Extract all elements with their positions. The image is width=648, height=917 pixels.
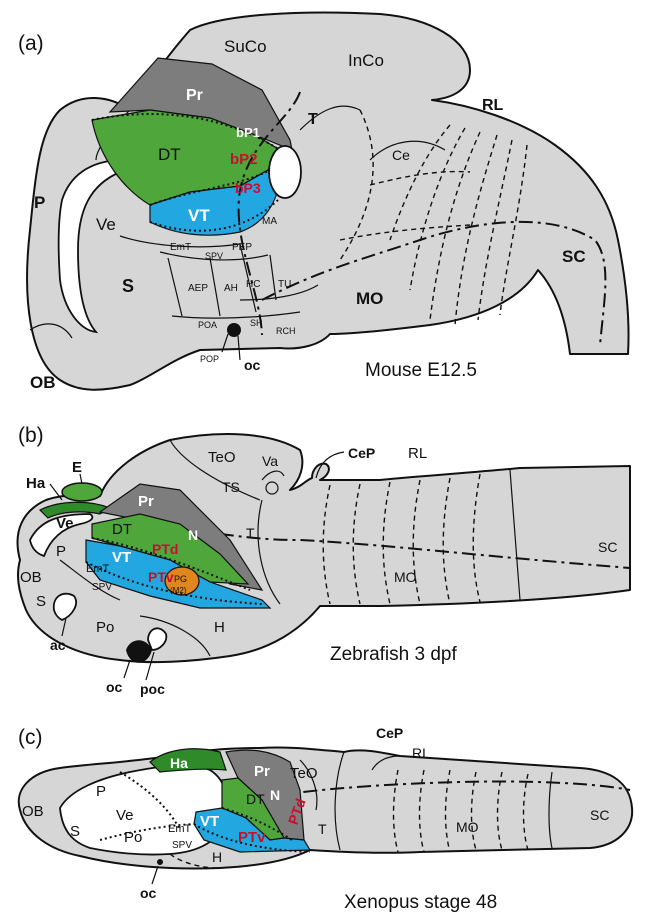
panel-a-label-s: S (122, 276, 134, 296)
panel-b-label-pg: PG (174, 574, 187, 584)
panel-a-optic-chiasm (227, 323, 241, 337)
panel-b-label-e: E (72, 459, 82, 476)
panel-a-label-vt: VT (188, 206, 210, 225)
panel-b-label-spv: SPV (92, 582, 112, 593)
panel-a-label-rch: RCH (276, 326, 296, 336)
panel-b-letter: (b) (18, 424, 44, 447)
panel-b-label-ts: TS (222, 479, 240, 495)
panel-b-label-pr: Pr (138, 493, 154, 510)
panel-a-label-suco: SuCo (224, 37, 267, 56)
panel-a-label-mo: MO (356, 289, 383, 308)
panel-b-label-sc: SC (598, 539, 617, 555)
panel-c-label-ha: Ha (170, 755, 188, 771)
panel-b-label-ac: ac (50, 637, 66, 653)
panel-a-label-spv: SPV (205, 251, 223, 261)
panel-c-label-rl: RL (412, 745, 430, 761)
panel-b-label-ob: OB (20, 569, 42, 586)
panel-a-label-aep: AEP (188, 283, 208, 294)
panel-c-label-mo: MO (456, 819, 479, 835)
panel-b-label-s: S (36, 593, 46, 610)
panel-b-epiphysis (62, 483, 102, 501)
panel-c-label-t: T (318, 821, 327, 837)
panel-a-label-ce: Ce (392, 147, 410, 163)
panel-c-label-oc: oc (140, 885, 157, 901)
panel-c-label-ob: OB (22, 803, 44, 820)
panel-b-label-teo: TeO (208, 449, 236, 466)
panel-b-label-p: P (56, 543, 66, 560)
panel-b-label-dt: DT (112, 521, 132, 538)
panel-c-label-h: H (212, 849, 222, 865)
panel-b-label-cep: CeP (348, 445, 375, 461)
panel-a-label-ah: AH (224, 283, 238, 294)
panel-a-label-dt: DT (158, 145, 181, 164)
panel-b-label-rl: RL (408, 445, 427, 462)
panel-c-label-teo: TeO (290, 765, 318, 782)
panel-b-label-ptd: PTd (152, 541, 178, 557)
panel-a-label-emt: EmT (170, 242, 191, 253)
panel-c-label-cep: CeP (376, 725, 403, 741)
panel-b-valvula (266, 482, 278, 494)
panel-a-label-ob: OB (30, 373, 56, 392)
panel-a-label-bp2: bP2 (230, 151, 258, 168)
panel-b-label-m2: (M2) (170, 586, 187, 595)
panel-c: (c) CeP Ha RL Pr TeO P DT N OB Ve PTd SC… (18, 725, 632, 913)
panel-a-label-ma: MA (262, 216, 277, 227)
panel-b-label-vt: VT (112, 549, 131, 566)
panel-a: (a) SuCo InCo Pr bP1 T RL Ce DT bP2 bP3 … (18, 13, 629, 392)
panel-c-label-ve: Ve (116, 807, 134, 824)
panel-c-label-emt: EmT (168, 823, 192, 835)
panel-a-label-ve: Ve (96, 215, 116, 234)
panel-b-label-h: H (214, 619, 225, 636)
panel-a-label-inco: InCo (348, 51, 384, 70)
panel-b-label-poc: poc (140, 681, 165, 697)
panel-b-label-va: Va (262, 453, 278, 469)
panel-b-label-n: N (188, 527, 198, 543)
panel-b-oc-pointer (124, 660, 130, 678)
panel-c-label-spv: SPV (172, 840, 192, 851)
panel-a-label-bp3: bP3 (235, 180, 261, 196)
panel-b-label-mo: MO (394, 569, 417, 585)
panel-a-label-tu: TU (278, 279, 291, 290)
panel-a-label-pop: POP (200, 354, 219, 364)
panel-b-label-ha: Ha (26, 475, 46, 492)
panel-c-letter: (c) (18, 726, 43, 749)
panel-a-label-poa: POA (198, 320, 217, 330)
panel-b-label-t: T (246, 525, 255, 541)
panel-a-brain-outline (27, 13, 628, 390)
panel-b: (b) E TeO Va CeP RL Ha TS Pr Ve DT N T P… (18, 424, 630, 697)
panel-b-caption: Zebrafish 3 dpf (330, 644, 457, 665)
panel-a-caption: Mouse E12.5 (365, 360, 477, 381)
panel-c-label-dt: DT (246, 791, 265, 807)
panel-a-label-rl: RL (482, 97, 504, 114)
panel-a-letter: (a) (18, 32, 44, 55)
panel-c-label-s: S (70, 823, 80, 840)
panel-b-label-oc: oc (106, 679, 123, 695)
panel-a-label-hc: HC (246, 279, 260, 290)
panel-a-label-t: T (308, 111, 318, 128)
panel-c-caption: Xenopus stage 48 (344, 892, 497, 913)
panel-c-habenula (150, 749, 226, 772)
panel-b-label-ptv: PTv (148, 569, 174, 585)
panel-c-label-vt: VT (200, 813, 219, 830)
panel-a-label-sh: SH (250, 318, 263, 328)
panel-c-label-ptv: PTv (238, 829, 266, 846)
panel-c-label-sc: SC (590, 807, 609, 823)
panel-b-label-po: Po (96, 619, 114, 636)
panel-a-label-bp1: bP1 (236, 125, 260, 140)
panel-c-label-po: Po (124, 829, 142, 846)
panel-b-label-emt: EmT (86, 563, 110, 575)
panel-a-label-pr: Pr (186, 87, 203, 104)
panel-c-label-p: P (96, 783, 106, 800)
panel-c-label-pr: Pr (254, 763, 270, 780)
panel-c-label-n: N (270, 787, 280, 803)
panel-a-label-oc: oc (244, 357, 261, 373)
panel-c-optic-chiasm (157, 859, 163, 865)
panel-a-label-p: P (34, 193, 45, 212)
panel-b-label-ve: Ve (56, 515, 74, 532)
panel-a-label-sc: SC (562, 247, 586, 266)
panel-a-label-pep: PEP (232, 242, 252, 253)
panel-c-oc-pointer (152, 866, 158, 884)
panel-a-ventricle-oval (269, 146, 301, 198)
